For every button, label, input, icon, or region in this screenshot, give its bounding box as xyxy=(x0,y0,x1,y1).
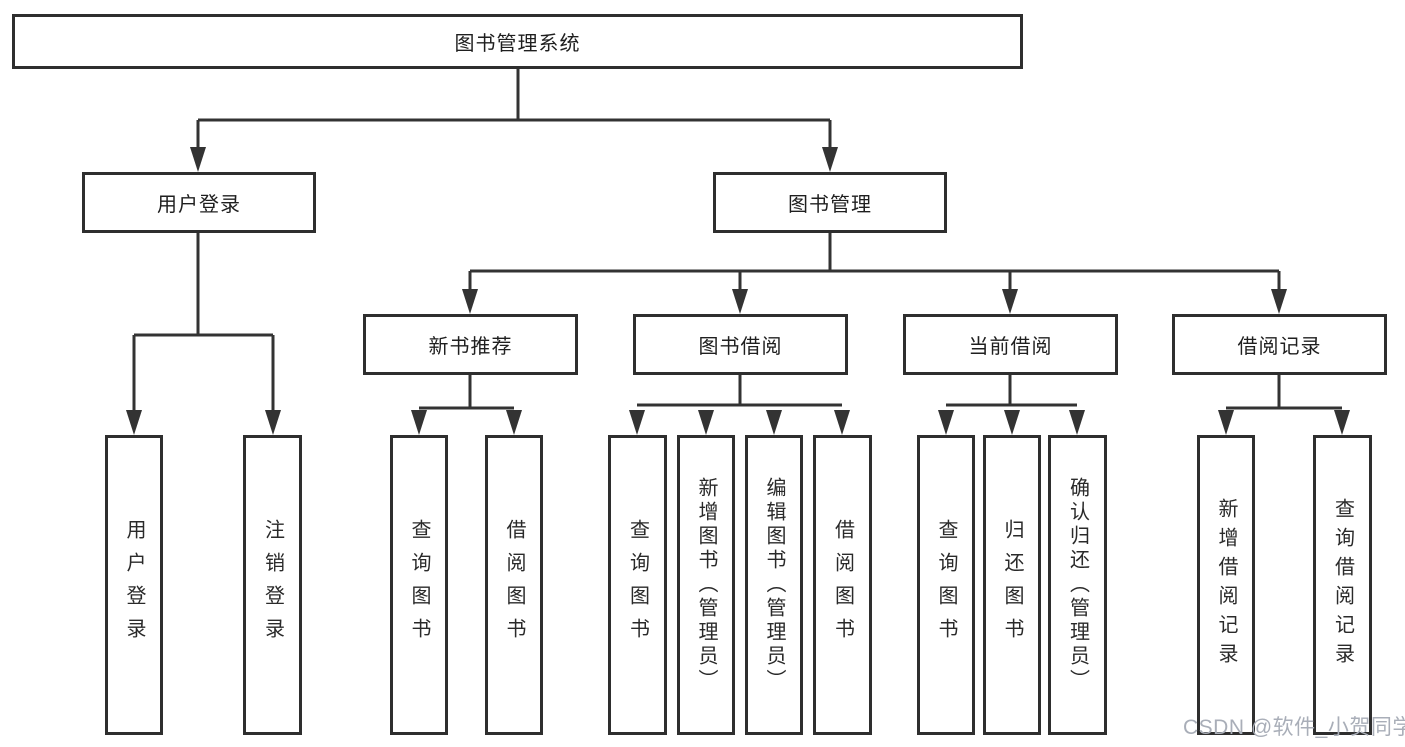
leaf-user-login: 用户登录 xyxy=(105,435,163,735)
csdn-watermark: CSDN @软件_小贺同学 xyxy=(1183,716,1405,739)
node-book-borrowing: 图书借阅 xyxy=(633,314,848,375)
node-label: 新书推荐 xyxy=(428,336,513,358)
node-label: 借阅记录 xyxy=(1237,336,1322,358)
node-label: 用户登录 xyxy=(157,194,241,216)
node-new-book-recommend: 新书推荐 xyxy=(363,314,578,375)
node-label: 归还图书 xyxy=(1001,519,1023,651)
leaf-add-books-admin: 新增图书（管理员） xyxy=(677,435,735,735)
node-user-login-branch: 用户登录 xyxy=(82,172,316,233)
node-current-borrowing: 当前借阅 xyxy=(903,314,1118,375)
node-label: 借阅图书 xyxy=(831,519,854,651)
node-book-management-branch: 图书管理 xyxy=(713,172,947,233)
node-borrow-records: 借阅记录 xyxy=(1172,314,1387,375)
leaf-logout: 注销登录 xyxy=(243,435,302,735)
leaf-edit-books-admin: 编辑图书（管理员） xyxy=(745,435,803,735)
leaf-query-books: 查询图书 xyxy=(608,435,667,735)
node-label: 查询图书 xyxy=(626,519,649,651)
node-label: 编辑图书（管理员） xyxy=(763,477,785,693)
leaf-borrow-books: 借阅图书 xyxy=(485,435,543,735)
leaf-query-borrow-record: 查询借阅记录 xyxy=(1313,435,1372,735)
node-label: 当前借阅 xyxy=(968,336,1053,358)
leaf-return-books: 归还图书 xyxy=(983,435,1041,735)
node-label: 确认归还（管理员） xyxy=(1066,477,1089,693)
leaf-add-borrow-record: 新增借阅记录 xyxy=(1197,435,1255,735)
leaf-query-books: 查询图书 xyxy=(390,435,448,735)
node-label: 用户登录 xyxy=(123,519,145,651)
node-label: 查询借阅记录 xyxy=(1331,498,1354,672)
leaf-borrow-books: 借阅图书 xyxy=(813,435,872,735)
leaf-confirm-return-admin: 确认归还（管理员） xyxy=(1048,435,1107,735)
node-label: 图书借阅 xyxy=(698,336,783,358)
node-label: 查询图书 xyxy=(408,519,430,651)
node-label: 图书管理系统 xyxy=(454,33,581,55)
node-label: 新增借阅记录 xyxy=(1215,498,1237,672)
node-label: 新增图书（管理员） xyxy=(695,477,717,693)
node-root-system: 图书管理系统 xyxy=(12,14,1023,69)
node-label: 注销登录 xyxy=(261,519,284,651)
node-label: 图书管理 xyxy=(788,194,872,216)
leaf-query-books: 查询图书 xyxy=(917,435,975,735)
node-label: 借阅图书 xyxy=(503,519,525,651)
node-label: 查询图书 xyxy=(935,519,957,651)
